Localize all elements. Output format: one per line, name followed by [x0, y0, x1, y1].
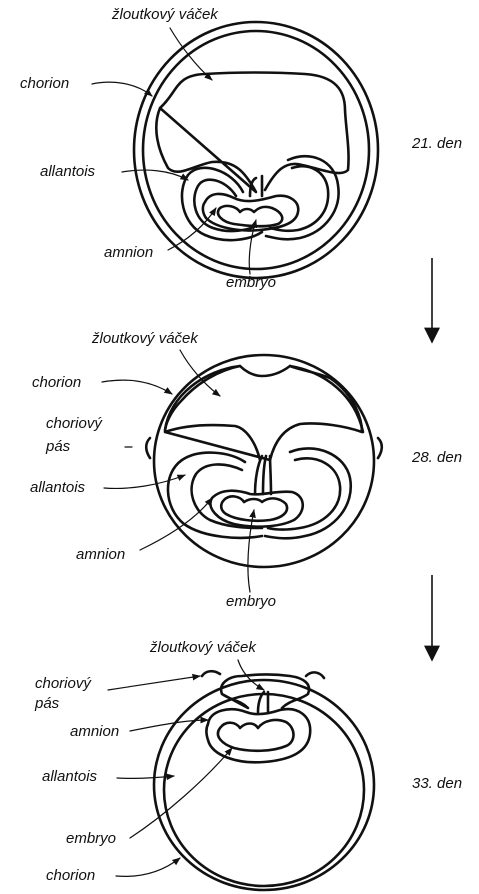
- label-chorion: chorion: [32, 374, 81, 391]
- chorion-band-left: [202, 671, 220, 676]
- label-embryo: embryo: [226, 274, 276, 291]
- stalk-2: [263, 456, 266, 494]
- label-yolk-sac: žloutkový váček: [111, 6, 219, 23]
- outer-shell: [154, 680, 374, 890]
- label-day-33: 33. den: [412, 775, 462, 792]
- label-embryo: embryo: [226, 593, 276, 610]
- label-yolk-sac: žloutkový váček: [91, 330, 199, 347]
- chorion-band-right: [378, 438, 382, 458]
- outer-shell: [134, 22, 378, 278]
- chorion-band-left: [146, 438, 150, 458]
- allantois-right-inner: [270, 166, 328, 231]
- label-allantois: allantois: [42, 768, 98, 785]
- stage-day-21: žloutkový váček chorion allantois amnion…: [20, 6, 462, 291]
- stage-day-28: žloutkový váček chorion choriový pás all…: [30, 330, 462, 610]
- embryo: [218, 720, 294, 751]
- label-chorion: chorion: [46, 867, 95, 884]
- label-amnion: amnion: [104, 244, 153, 261]
- label-day-21: 21. den: [411, 135, 462, 152]
- embryo: [221, 496, 287, 520]
- label-chorionic-band-line2: pás: [45, 438, 71, 455]
- label-embryo: embryo: [66, 830, 116, 847]
- stage-day-33: žloutkový váček choriový pás amnion alla…: [34, 639, 462, 890]
- stalk-1: [255, 456, 262, 494]
- chorion-band-right: [306, 672, 324, 678]
- label-amnion: amnion: [76, 546, 125, 563]
- label-yolk-sac: žloutkový váček: [149, 639, 257, 656]
- label-allantois: allantois: [40, 163, 96, 180]
- label-day-28: 28. den: [411, 449, 462, 466]
- chorion-membrane: [143, 31, 369, 269]
- stalk-3: [270, 456, 271, 494]
- allantois-left-inner: [192, 464, 262, 528]
- label-amnion: amnion: [70, 723, 119, 740]
- label-allantois: allantois: [30, 479, 86, 496]
- label-chorionic-band-line1: choriový: [35, 675, 92, 692]
- label-chorion: chorion: [20, 75, 69, 92]
- label-chorionic-band-line2: pás: [34, 695, 60, 712]
- label-chorionic-band-line1: choriový: [46, 415, 103, 432]
- embryo: [218, 206, 282, 226]
